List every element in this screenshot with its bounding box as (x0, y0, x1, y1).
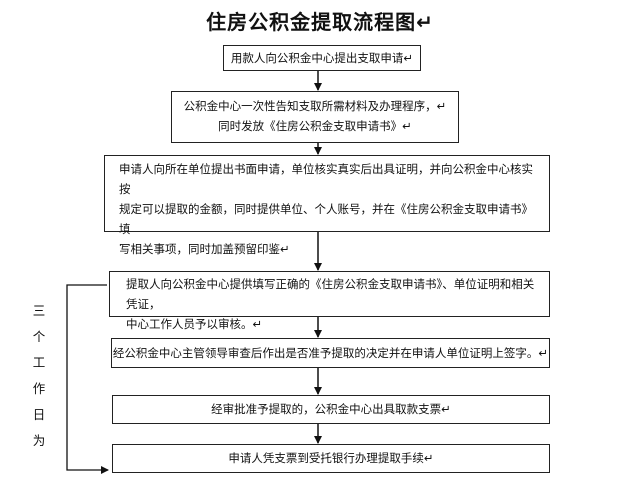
step-7-text: 申请人凭支票到受托银行办理提取手续↵ (228, 451, 434, 465)
step-3-text-line-2: 规定可以提取的金额，同时提供单位、个人账号，并在《住房公积金支取申请书》填 (119, 202, 533, 236)
side-note-char: 日 (32, 407, 46, 422)
step-1-text: 用款人向公积金中心提出支取申请↵ (230, 51, 414, 65)
step-6-box: 经审批准予提取的，公积金中心出具取款支票↵ (112, 395, 550, 424)
step-2-text-line-1: 公积金中心一次性告知支取所需材料及办理程序，↵ (183, 99, 447, 113)
step-3-text-line-3: 写相关事项，同时加盖预留印鉴↵ (119, 242, 290, 256)
step-4-text-line-1: 提取人向公积金中心提供填写正确的《住房公积金支取申请书》、单位证明和相关凭证， (126, 277, 535, 311)
step-1-box: 用款人向公积金中心提出支取申请↵ (223, 45, 421, 71)
side-note-char: 工 (32, 355, 46, 370)
side-note-char: 作 (32, 381, 46, 396)
step-4-box: 提取人向公积金中心提供填写正确的《住房公积金支取申请书》、单位证明和相关凭证， … (109, 271, 550, 331)
side-note-char: 个 (32, 329, 46, 344)
step-5-text: 经公积金中心主管领导审查后作出是否准予提取的决定并在申请人单位证明上签字。↵ (112, 346, 549, 360)
step-2-box: 公积金中心一次性告知支取所需材料及办理程序，↵ 同时发放《住房公积金支取申请书》… (171, 91, 459, 143)
page-title: 住房公积金提取流程图↵ (206, 10, 434, 34)
side-bracket (66, 284, 109, 474)
side-note: 三 个 工 作 日 为 (28, 298, 50, 454)
step-3-text-line-1: 申请人向所在单位提出书面申请，单位核实真实后出具证明，并向公积金中心核实按 (119, 162, 533, 196)
step-7-box: 申请人凭支票到受托银行办理提取手续↵ (112, 444, 550, 473)
step-6-text: 经审批准予提取的，公积金中心出具取款支票↵ (211, 402, 451, 416)
step-2-text-line-2: 同时发放《住房公积金支取申请书》↵ (218, 119, 412, 133)
step-5-box: 经公积金中心主管领导审查后作出是否准予提取的决定并在申请人单位证明上签字。↵ (111, 338, 550, 368)
side-note-char: 为 (32, 433, 46, 448)
step-4-text-line-2: 中心工作人员予以审核。↵ (126, 317, 263, 331)
step-3-box: 申请人向所在单位提出书面申请，单位核实真实后出具证明，并向公积金中心核实按 规定… (104, 155, 550, 256)
side-note-char: 三 (32, 303, 46, 318)
